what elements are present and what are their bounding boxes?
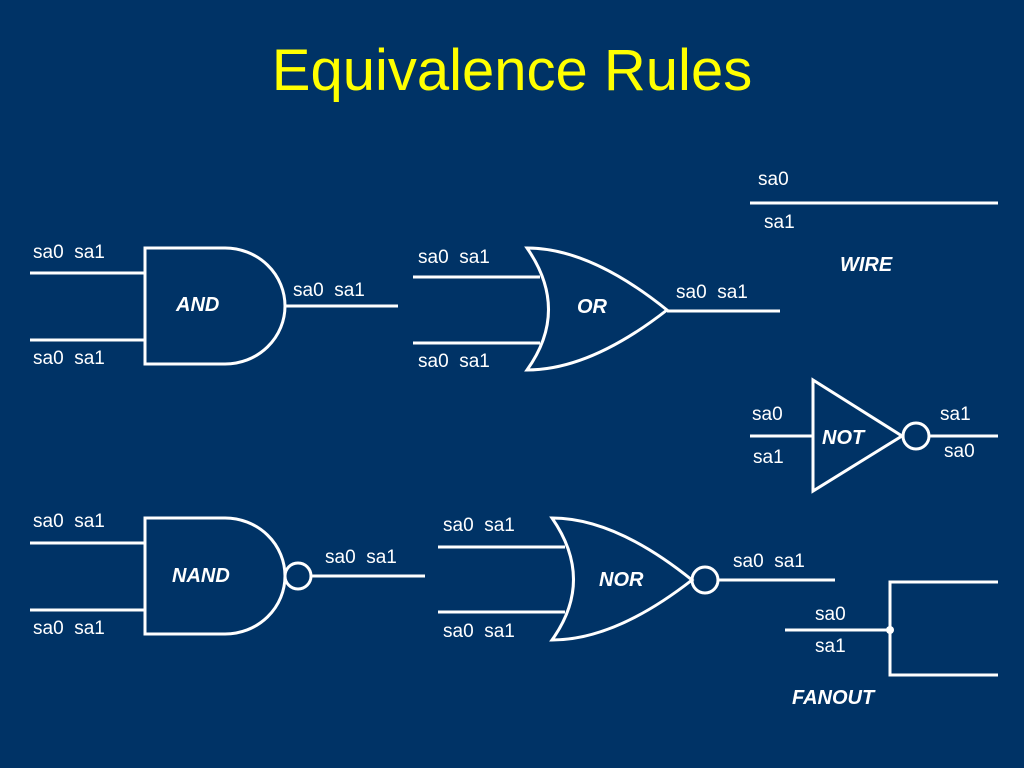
nor-gate-body (549, 516, 695, 642)
not-output-top-label: sa1 (940, 404, 971, 425)
nand-output-label: sa0 sa1 (325, 547, 397, 568)
fanout-top-label: sa0 (815, 604, 846, 625)
or-gate-body (524, 246, 670, 372)
page-title: Equivalence Rules (271, 38, 753, 103)
nand-input-1-label: sa0 sa1 (33, 511, 105, 532)
not-input-bottom-label: sa1 (753, 447, 784, 468)
fanout-junction-dot (886, 626, 894, 634)
or-gate-name: OR (577, 296, 607, 318)
not-output-bottom-label: sa0 (944, 441, 975, 462)
nor-gate (438, 516, 835, 642)
fanout-bottom-label: sa1 (815, 636, 846, 657)
not-gate-name: NOT (822, 427, 865, 449)
fanout (785, 580, 998, 677)
nor-input-1-label: sa0 sa1 (443, 515, 515, 536)
or-output-label: sa0 sa1 (676, 282, 748, 303)
or-input-1-label: sa0 sa1 (418, 247, 490, 268)
and-input-1-label: sa0 sa1 (33, 242, 105, 263)
wire-top-label: sa0 (758, 169, 789, 190)
nand-input-2-label: sa0 sa1 (33, 618, 105, 639)
and-gate (30, 246, 398, 366)
and-output-label: sa0 sa1 (293, 280, 365, 301)
nor-output-label: sa0 sa1 (733, 551, 805, 572)
or-input-2-label: sa0 sa1 (418, 351, 490, 372)
not-gate-body (811, 377, 905, 494)
nor-input-2-label: sa0 sa1 (443, 621, 515, 642)
not-inversion-bubble (901, 421, 931, 451)
and-input-2-label: sa0 sa1 (33, 348, 105, 369)
nor-inversion-bubble (690, 565, 720, 595)
or-gate (413, 246, 780, 372)
nand-gate-name: NAND (172, 565, 230, 587)
fanout-name: FANOUT (792, 687, 875, 709)
not-gate (750, 377, 998, 494)
and-gate-body (143, 246, 287, 366)
wire-bottom-label: sa1 (764, 212, 795, 233)
nand-gate (30, 516, 425, 636)
nand-inversion-bubble (283, 561, 313, 591)
nor-gate-name: NOR (599, 569, 644, 591)
fanout-branch-wires (888, 580, 998, 677)
not-input-top-label: sa0 (752, 404, 783, 425)
and-gate-name: AND (176, 294, 220, 316)
wire-name: WIRE (840, 254, 893, 276)
